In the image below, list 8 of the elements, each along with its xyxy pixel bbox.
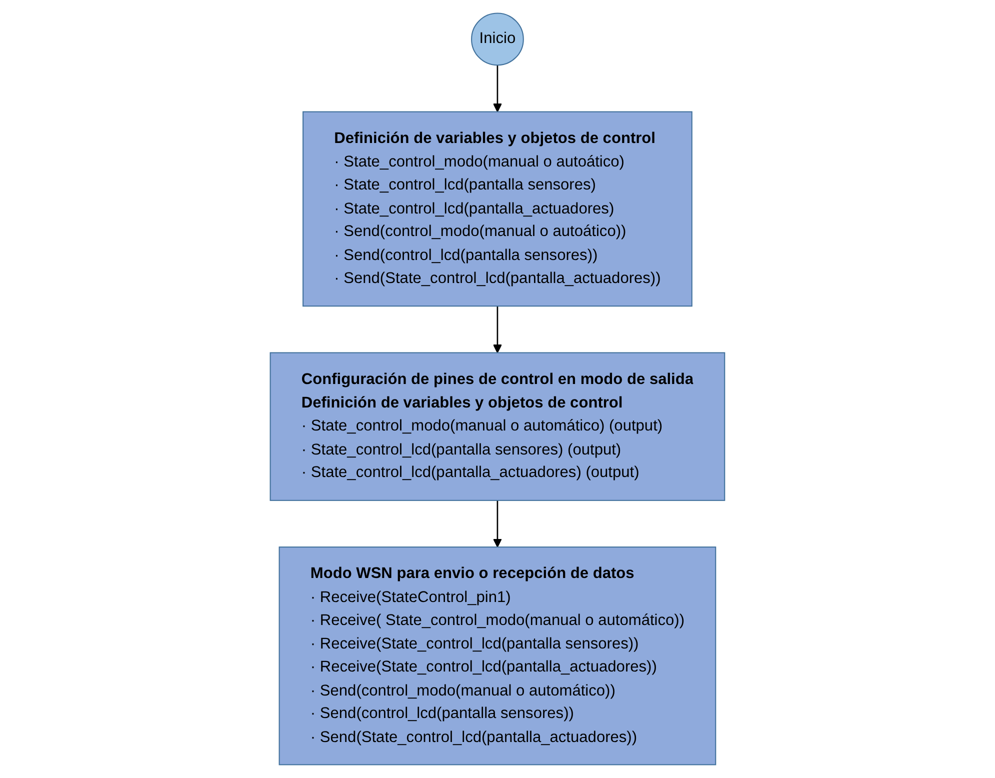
node-box [270,352,726,501]
node-box [278,546,716,766]
arrow [492,500,502,548]
flowchart: Inicio Definición de variables y objetos de control · State_control_modo(manual o autoático) · State_control_lcd(pantalla sensores) · State_control_lcd(pantalla_actuadores) · Send(control_modo(manual o autoático)) · Send(control_lcd(pantalla sensores)) · Send(State_control_lcd(pantalla_actuadores)) Configuración de pines de control en modo de salida Definición de variables y objetos de control · State_control_modo(manual o automático) (output) · State_control_lcd(pantalla sensores) (output) · State_control_lcd(pantalla_actuadores) (output) Modo WSN para envio o recepción de datos · Receive(StateControl_pin1) · Receive( State_control_modo(manual o automático)) · Receive(State_control_lcd(pantalla sensores)) · Receive(State_control_lcd(pantalla_actuadores)) · Send(control_modo(manual o automático)) · Send(control_lcd(pantalla sensores)) · Send(State_control_lcd(pantalla_actuadores)) [262,5,733,773]
arrow [492,65,502,112]
node-circle [471,12,524,66]
arrow [492,306,502,354]
node-box [302,111,692,307]
